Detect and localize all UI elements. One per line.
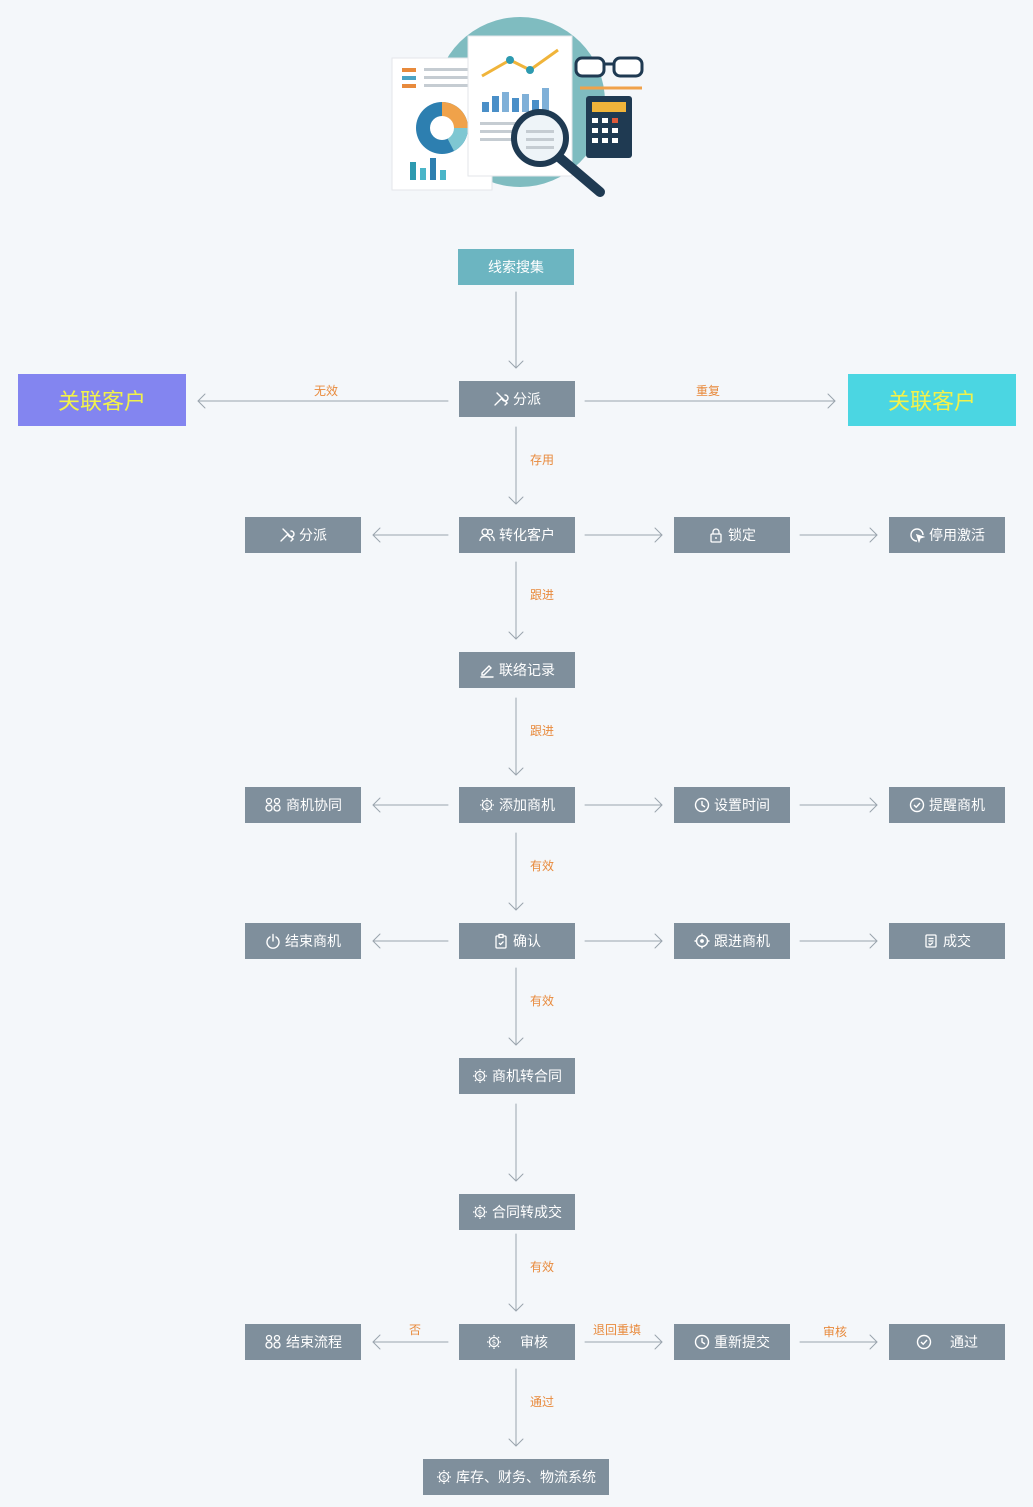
node-remind-opportunity[interactable]: 提醒商机 <box>889 787 1005 823</box>
linked-customer-right-box[interactable]: 关联客户 <box>848 374 1016 426</box>
node-label: 添加商机 <box>499 798 555 814</box>
node-set-time[interactable]: 设置时间 <box>674 787 790 823</box>
document-icon <box>925 934 937 948</box>
cursor-icon <box>910 528 925 543</box>
node-confirm[interactable]: 确认 <box>459 923 575 959</box>
clipboard-icon <box>495 933 507 949</box>
bulb-icon: $ <box>480 798 494 812</box>
node-systems[interactable]: $ 库存、财务、物流系统 <box>423 1459 609 1495</box>
node-review[interactable]: $ 审核 <box>459 1324 575 1360</box>
link-icon <box>265 797 281 812</box>
edge-label-valid-2: 有效 <box>530 994 555 1008</box>
node-label: 确认 <box>513 934 541 950</box>
edit-icon <box>480 665 494 678</box>
svg-text:$: $ <box>442 1474 446 1482</box>
node-convert-customer[interactable]: 转化客户 <box>459 517 575 553</box>
bulb-icon: $ <box>437 1470 451 1484</box>
node-label: 分派 <box>299 528 327 544</box>
edge-label-follow-1: 跟进 <box>530 588 555 602</box>
node-label: 分派 <box>513 392 541 408</box>
node-label: 结束流程 <box>286 1335 342 1351</box>
node-lock[interactable]: 锁定 <box>674 517 790 553</box>
node-opportunity-to-contract[interactable]: $ 商机转合同 <box>459 1058 575 1094</box>
edge-label-no: 否 <box>409 1323 422 1337</box>
node-label: 联络记录 <box>499 663 555 679</box>
users-icon <box>479 528 495 542</box>
node-deal[interactable]: 成交 <box>889 923 1005 959</box>
edge-label-keep: 存用 <box>530 453 555 467</box>
node-end-flow[interactable]: 结束流程 <box>245 1324 361 1360</box>
node-label: 库存、财务、物流系统 <box>456 1470 596 1486</box>
edge-label-valid-1: 有效 <box>530 859 555 873</box>
svg-text:$: $ <box>478 1073 482 1081</box>
tools-icon <box>494 392 509 406</box>
node-assign-left[interactable]: 分派 <box>245 517 361 553</box>
edge-label-passed: 通过 <box>530 1395 555 1409</box>
node-label: 合同转成交 <box>492 1205 562 1221</box>
node-label: 跟进商机 <box>714 934 770 950</box>
check-circle-icon <box>909 797 925 813</box>
svg-text:$: $ <box>485 802 489 810</box>
clock-icon <box>694 1334 710 1350</box>
power-icon <box>266 933 280 949</box>
check-circle-icon <box>916 1334 932 1350</box>
node-reactivate[interactable]: 停用激活 <box>889 517 1005 553</box>
analytics-illustration <box>391 17 644 197</box>
node-label: 商机转合同 <box>492 1069 562 1085</box>
svg-text:$: $ <box>492 1339 496 1347</box>
node-follow-opportunity[interactable]: 跟进商机 <box>674 923 790 959</box>
edge-label-duplicate: 重复 <box>696 384 721 398</box>
tools-icon <box>280 528 295 542</box>
node-assign[interactable]: 分派 <box>459 381 575 417</box>
edge-label-follow-2: 跟进 <box>530 724 555 738</box>
node-label: 停用激活 <box>929 528 985 544</box>
node-label: 审核 <box>520 1335 548 1351</box>
node-label: 商机协同 <box>286 798 342 814</box>
node-label: 通过 <box>950 1335 978 1351</box>
bulb-icon: $ <box>473 1205 487 1219</box>
edge-label-return: 退回重填 <box>593 1323 642 1337</box>
node-label: 重新提交 <box>714 1335 770 1351</box>
node-label: 成交 <box>943 934 971 950</box>
node-lead-collection[interactable]: 线索搜集 <box>458 249 574 285</box>
node-label: 锁定 <box>728 528 756 544</box>
node-pass[interactable]: 通过 <box>889 1324 1005 1360</box>
node-label: 转化客户 <box>499 528 555 544</box>
node-opportunity-collab[interactable]: 商机协同 <box>245 787 361 823</box>
clock-icon <box>694 797 710 813</box>
lock-icon <box>710 528 722 543</box>
node-label: 设置时间 <box>714 798 770 814</box>
edge-label-audit: 审核 <box>823 1325 848 1339</box>
node-contact-record[interactable]: 联络记录 <box>459 652 575 688</box>
node-label: 结束商机 <box>285 934 341 950</box>
bulb-icon: $ <box>473 1069 487 1083</box>
node-label: 线索搜集 <box>488 260 544 276</box>
svg-text:$: $ <box>478 1209 482 1217</box>
bulb-icon: $ <box>487 1335 501 1349</box>
link-icon <box>265 1334 281 1349</box>
linked-customer-left-box[interactable]: 关联客户 <box>18 374 186 426</box>
node-label: 提醒商机 <box>929 798 985 814</box>
node-add-opportunity[interactable]: $ 添加商机 <box>459 787 575 823</box>
target-icon <box>694 933 710 949</box>
node-end-opportunity[interactable]: 结束商机 <box>245 923 361 959</box>
node-resubmit[interactable]: 重新提交 <box>674 1324 790 1360</box>
edge-label-invalid: 无效 <box>314 384 339 398</box>
node-contract-to-deal[interactable]: $ 合同转成交 <box>459 1194 575 1230</box>
edge-label-valid-3: 有效 <box>530 1260 555 1274</box>
